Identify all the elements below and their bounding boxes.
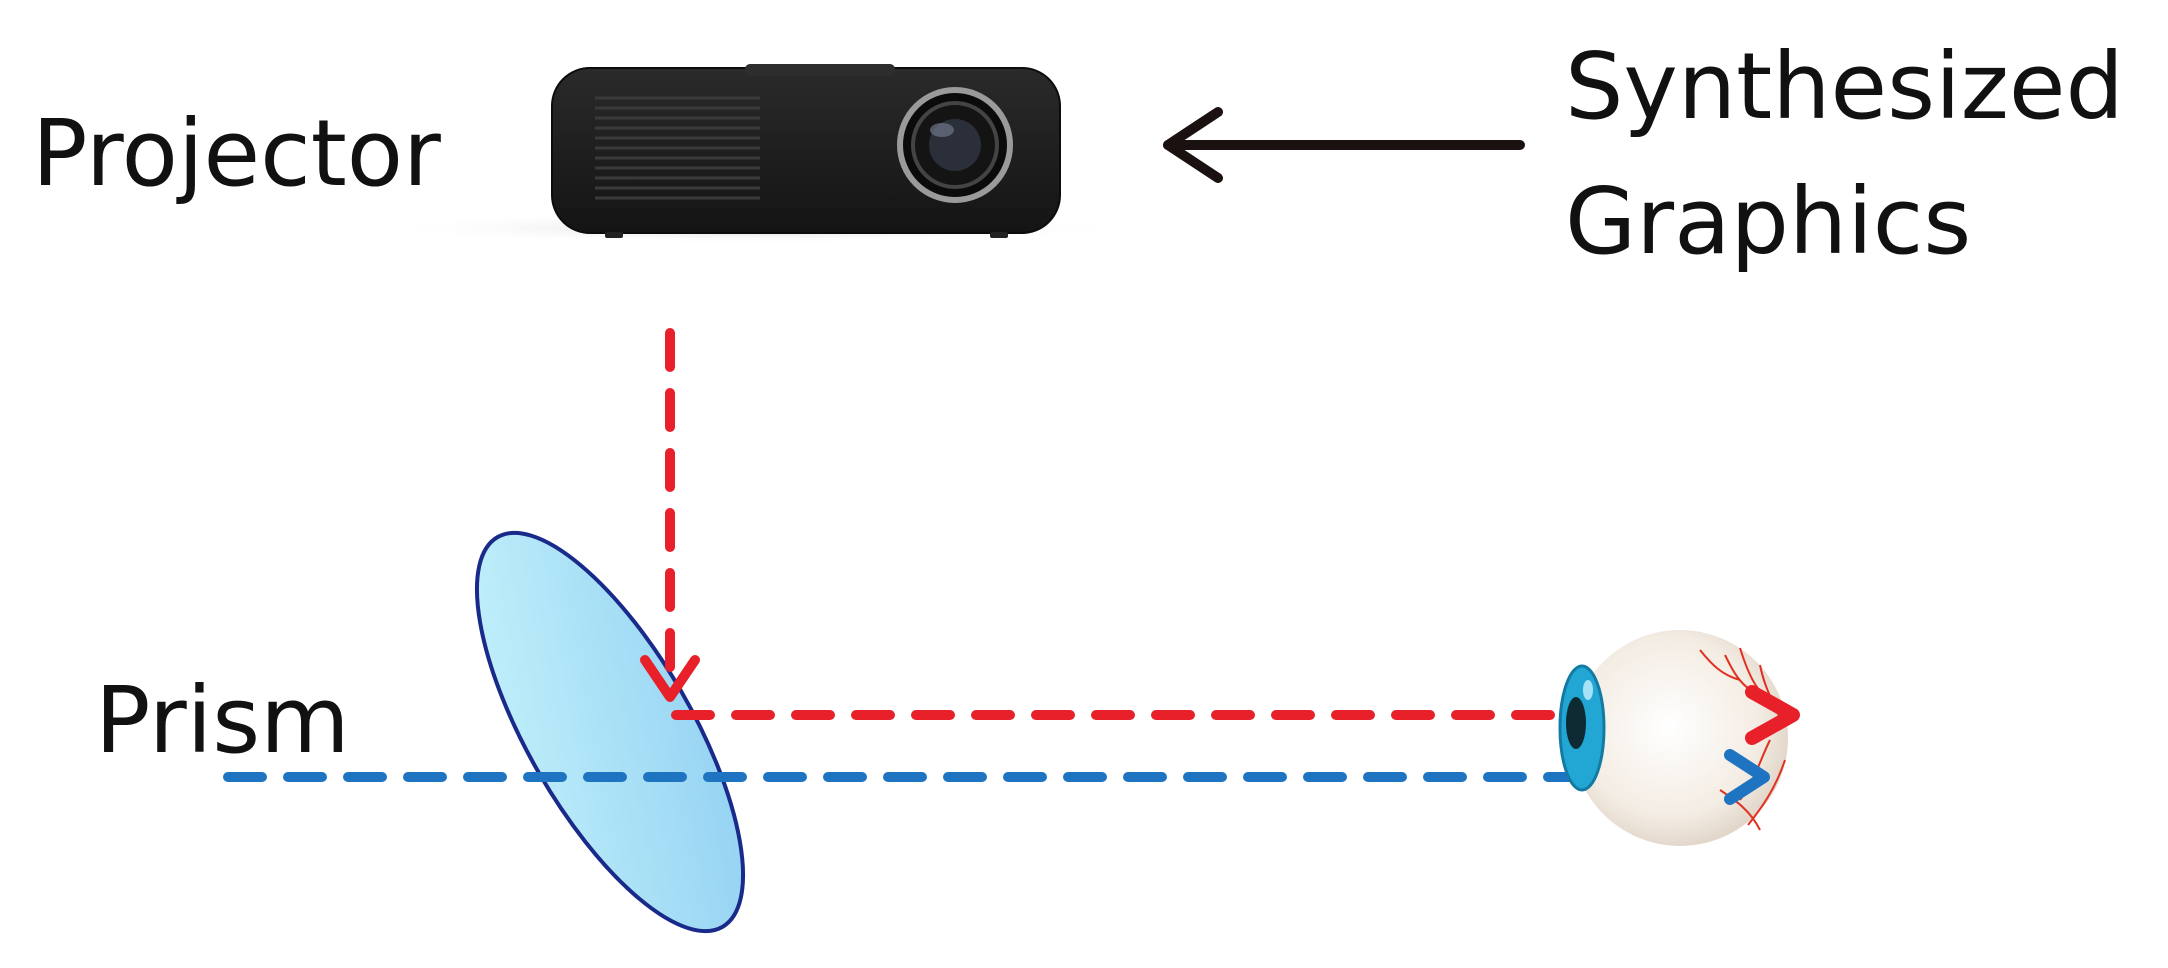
real-world-ray-arrowhead <box>1724 749 1770 805</box>
synthesized-graphics-label-line1: Synthesized <box>1565 33 2124 140</box>
projector-icon <box>375 64 1135 244</box>
projected-ray-arrowhead <box>1745 685 1800 745</box>
projector-top-ridge <box>745 64 895 76</box>
graphics-input-arrow <box>1163 107 1525 183</box>
projector-foot-right <box>990 232 1008 238</box>
eye-highlight <box>1583 680 1593 700</box>
synthesized-graphics-label-line2: Graphics <box>1565 168 1971 275</box>
projector-vent <box>595 96 760 200</box>
projector-label: Projector <box>32 100 441 207</box>
eye-pupil <box>1566 697 1586 749</box>
projector-foot-left <box>605 232 623 238</box>
prism-label: Prism <box>95 667 350 774</box>
prism-ellipse <box>474 530 746 934</box>
projected-light-ray <box>640 328 1750 720</box>
projector-lens <box>897 87 1013 203</box>
